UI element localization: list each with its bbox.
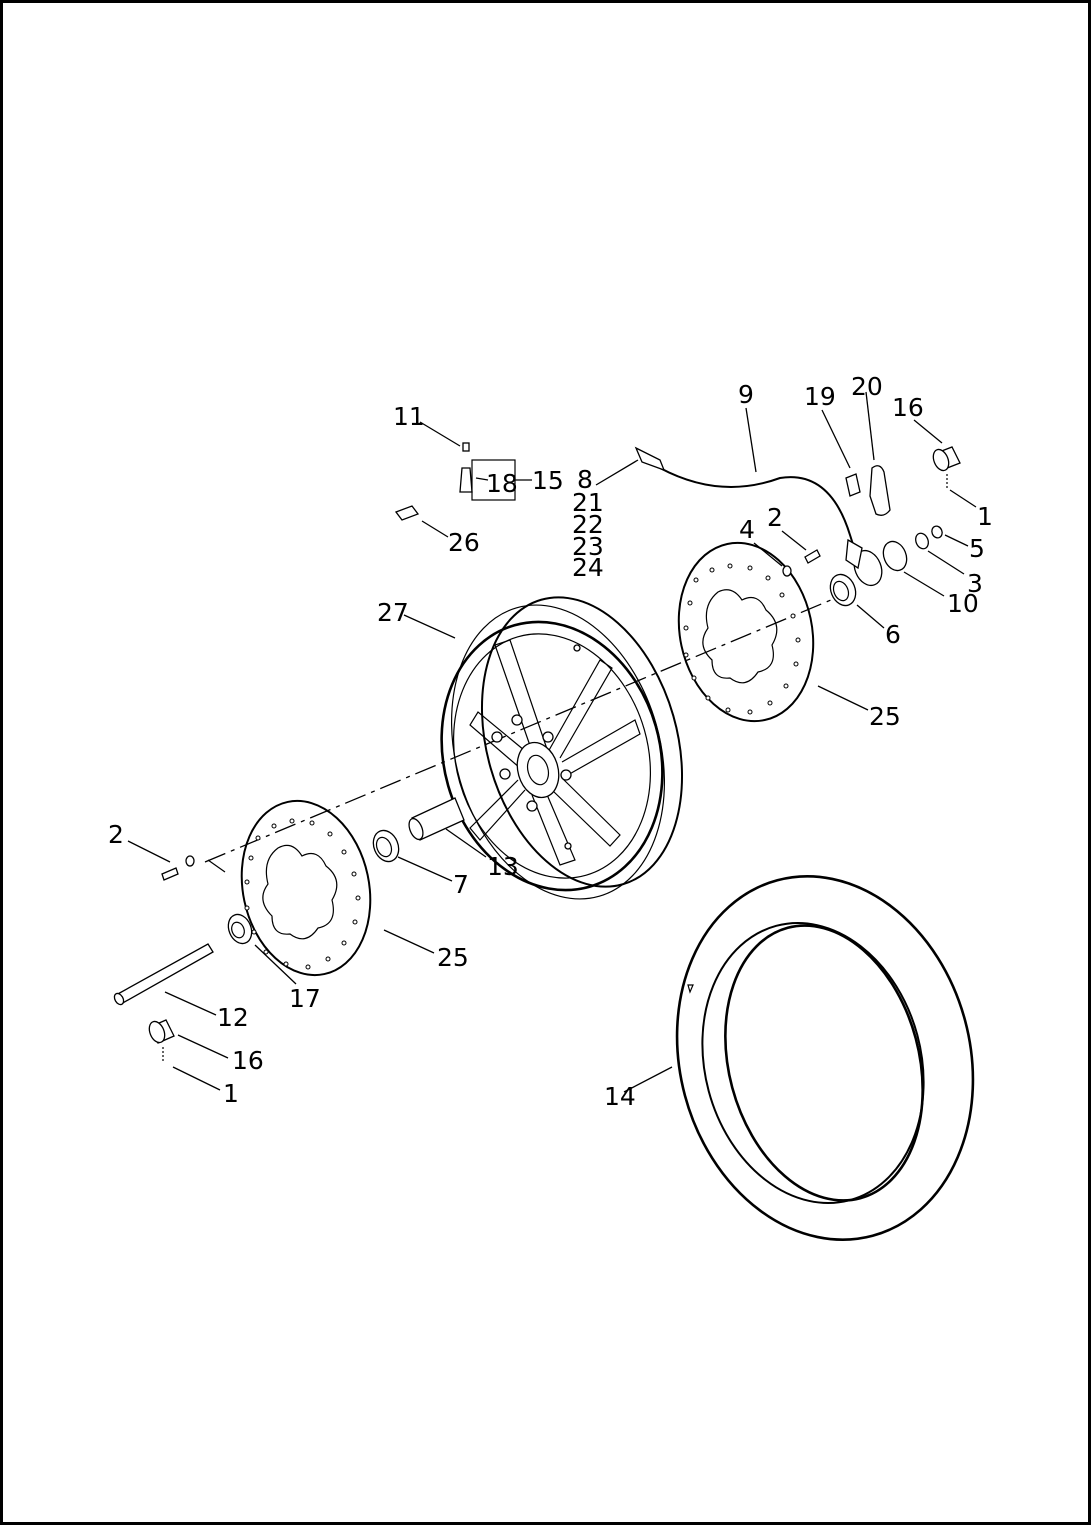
callout-1-upper: 1 — [977, 502, 993, 531]
wheel-bearing-left — [372, 829, 400, 863]
wheel-axis-line — [204, 591, 851, 863]
axle — [113, 943, 214, 1006]
callout-18: 18 — [486, 469, 518, 498]
callout-22: 22 — [572, 510, 604, 539]
callout-6: 6 — [885, 620, 901, 649]
axle-spacer — [227, 913, 253, 945]
callout-8: 8 — [577, 465, 593, 494]
tire — [675, 875, 975, 1241]
callout-labels: 11 18 15 26 8 21 22 23 24 9 19 20 16 1 5… — [108, 372, 993, 1111]
sensor-adapter — [845, 465, 943, 587]
callout-24: 24 — [572, 553, 604, 582]
callout-14: 14 — [604, 1082, 636, 1111]
wheel — [440, 596, 684, 900]
callout-5: 5 — [969, 534, 985, 563]
callout-9: 9 — [738, 380, 754, 409]
callout-25-lower: 25 — [437, 943, 469, 972]
callout-21: 21 — [572, 488, 604, 517]
callout-11: 11 — [393, 402, 425, 431]
callout-15: 15 — [532, 466, 564, 495]
callout-7: 7 — [453, 870, 469, 899]
callout-4: 4 — [739, 515, 755, 544]
leader-lines — [127, 391, 977, 1093]
callout-16-upper: 16 — [892, 393, 924, 422]
callout-25-upper: 25 — [869, 702, 901, 731]
callout-19: 19 — [804, 382, 836, 411]
callout-13: 13 — [487, 852, 519, 881]
callout-1-lower: 1 — [223, 1079, 239, 1108]
callout-26: 26 — [448, 528, 480, 557]
spacer-tube — [408, 797, 465, 841]
callout-23: 23 — [572, 532, 604, 561]
exploded-wheel-diagram: 11 18 15 26 8 21 22 23 24 9 19 20 16 1 5… — [108, 372, 993, 1241]
callout-3: 3 — [967, 569, 983, 598]
axle-cap-right — [932, 446, 961, 490]
speed-sensor-cable — [634, 446, 863, 570]
axle-cap-left — [148, 1019, 175, 1063]
callout-16-lower: 16 — [232, 1046, 264, 1075]
brake-disc-left — [240, 799, 372, 977]
callout-27: 27 — [377, 598, 409, 627]
callout-2-upper: 2 — [767, 503, 783, 532]
callout-20: 20 — [851, 372, 883, 401]
rotor-bolt-right — [782, 549, 821, 577]
callout-2-lower: 2 — [108, 820, 124, 849]
brake-disc-right — [677, 541, 815, 723]
wheel-bearing-right — [829, 573, 857, 607]
callout-12: 12 — [217, 1003, 249, 1032]
callout-10: 10 — [947, 589, 979, 618]
rotor-bolt-left — [161, 855, 226, 881]
callout-17: 17 — [289, 984, 321, 1013]
balance-weight — [394, 505, 420, 521]
